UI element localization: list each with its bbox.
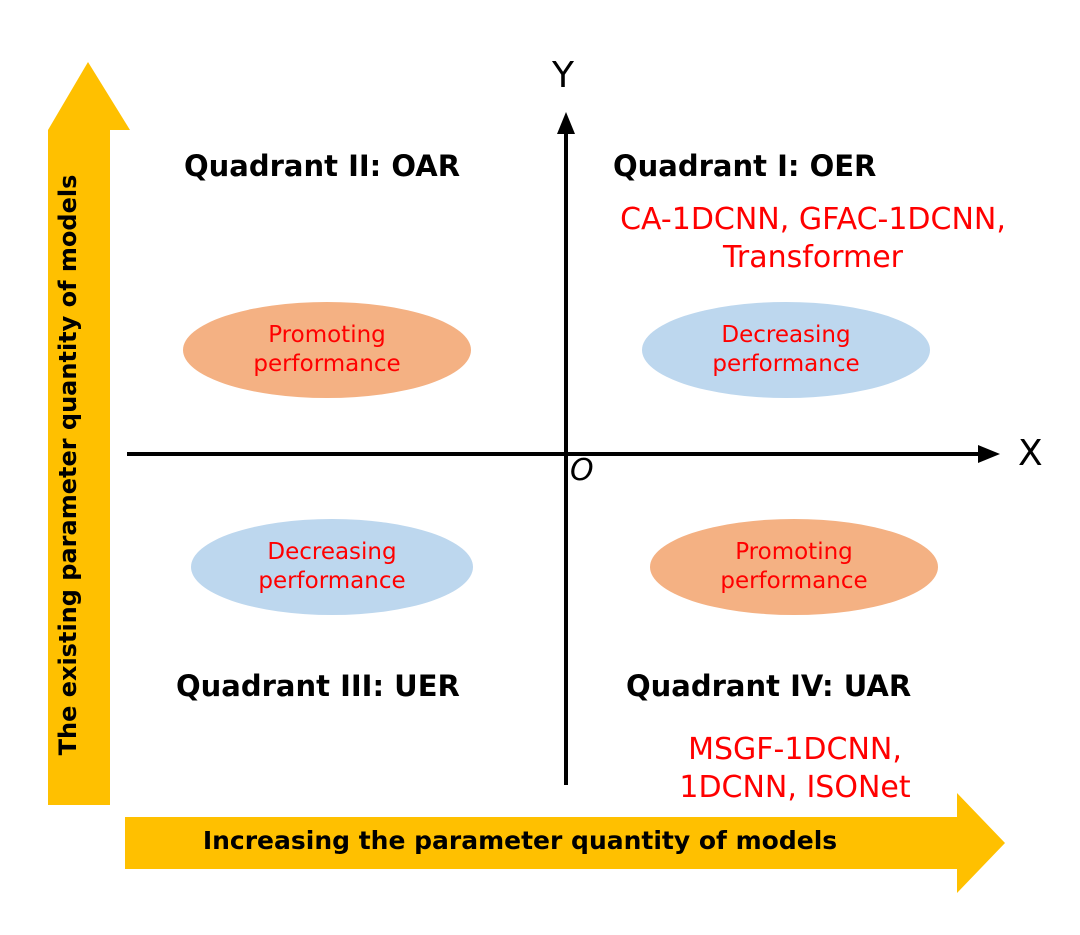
quadrant-2-performance-ellipse: Promoting performance bbox=[183, 302, 471, 398]
quadrant-4-performance-ellipse: Promoting performance bbox=[650, 519, 938, 615]
horizontal-arrow-label: Increasing the parameter quantity of mod… bbox=[202, 826, 838, 855]
quadrant-4-models-line-1: MSGF-1DCNN, bbox=[688, 732, 902, 767]
vertical-yellow-arrow bbox=[48, 62, 130, 805]
ellipse-line-1: Promoting bbox=[735, 539, 853, 565]
ellipse-line-1: Decreasing bbox=[267, 539, 397, 565]
quadrant-1-models-line-1: CA-1DCNN, GFAC-1DCNN, bbox=[620, 202, 1006, 237]
ellipse-line-2: performance bbox=[712, 351, 860, 377]
quadrant-4-models-line-2: 1DCNN, ISONet bbox=[679, 770, 911, 805]
quadrant-4-title: Quadrant IV: UAR bbox=[626, 669, 912, 703]
ellipse-line-2: performance bbox=[253, 351, 401, 377]
quadrant-1-models-line-2: Transformer bbox=[722, 240, 903, 275]
quadrant-3-performance-ellipse: Decreasing performance bbox=[191, 519, 473, 615]
vertical-arrow-label: The existing parameter quantity of model… bbox=[54, 174, 82, 756]
x-axis-arrowhead bbox=[978, 445, 1000, 463]
y-axis-arrowhead bbox=[557, 112, 575, 134]
ellipse-line-1: Decreasing bbox=[721, 322, 851, 348]
quadrant-1-title: Quadrant I: OER bbox=[613, 149, 877, 183]
quadrant-1-performance-ellipse: Decreasing performance bbox=[642, 302, 930, 398]
origin-label: O bbox=[570, 453, 594, 488]
quadrant-1-models: CA-1DCNN, GFAC-1DCNN, Transformer bbox=[583, 201, 1043, 277]
quadrant-3-title: Quadrant III: UER bbox=[176, 669, 460, 703]
quadrant-4-models: MSGF-1DCNN, 1DCNN, ISONet bbox=[640, 731, 950, 807]
y-axis-label: Y bbox=[552, 55, 574, 96]
ellipse-line-2: performance bbox=[720, 568, 868, 594]
quadrant-2-title: Quadrant II: OAR bbox=[184, 149, 461, 183]
ellipse-line-2: performance bbox=[258, 568, 406, 594]
ellipse-line-1: Promoting bbox=[268, 322, 386, 348]
horizontal-yellow-arrow bbox=[125, 793, 1005, 893]
x-axis-label: X bbox=[1018, 433, 1043, 474]
